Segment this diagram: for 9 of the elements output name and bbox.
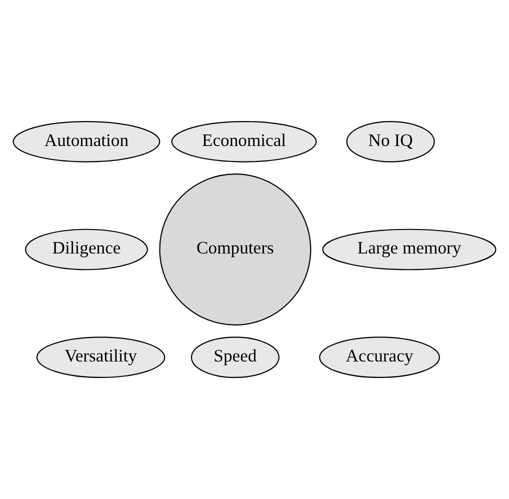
node-ellipse: Versatility bbox=[36, 336, 166, 378]
node-ellipse: Large memory bbox=[322, 228, 496, 270]
node-ellipse: Automation bbox=[12, 121, 160, 162]
node-ellipse: Accuracy bbox=[319, 336, 440, 378]
node-ellipse: Economical bbox=[171, 121, 317, 162]
node-ellipse: Speed bbox=[190, 336, 280, 378]
node-ellipse: Diligence bbox=[25, 228, 148, 270]
node-circle: Computers bbox=[159, 173, 312, 326]
node-ellipse: No IQ bbox=[346, 121, 435, 162]
